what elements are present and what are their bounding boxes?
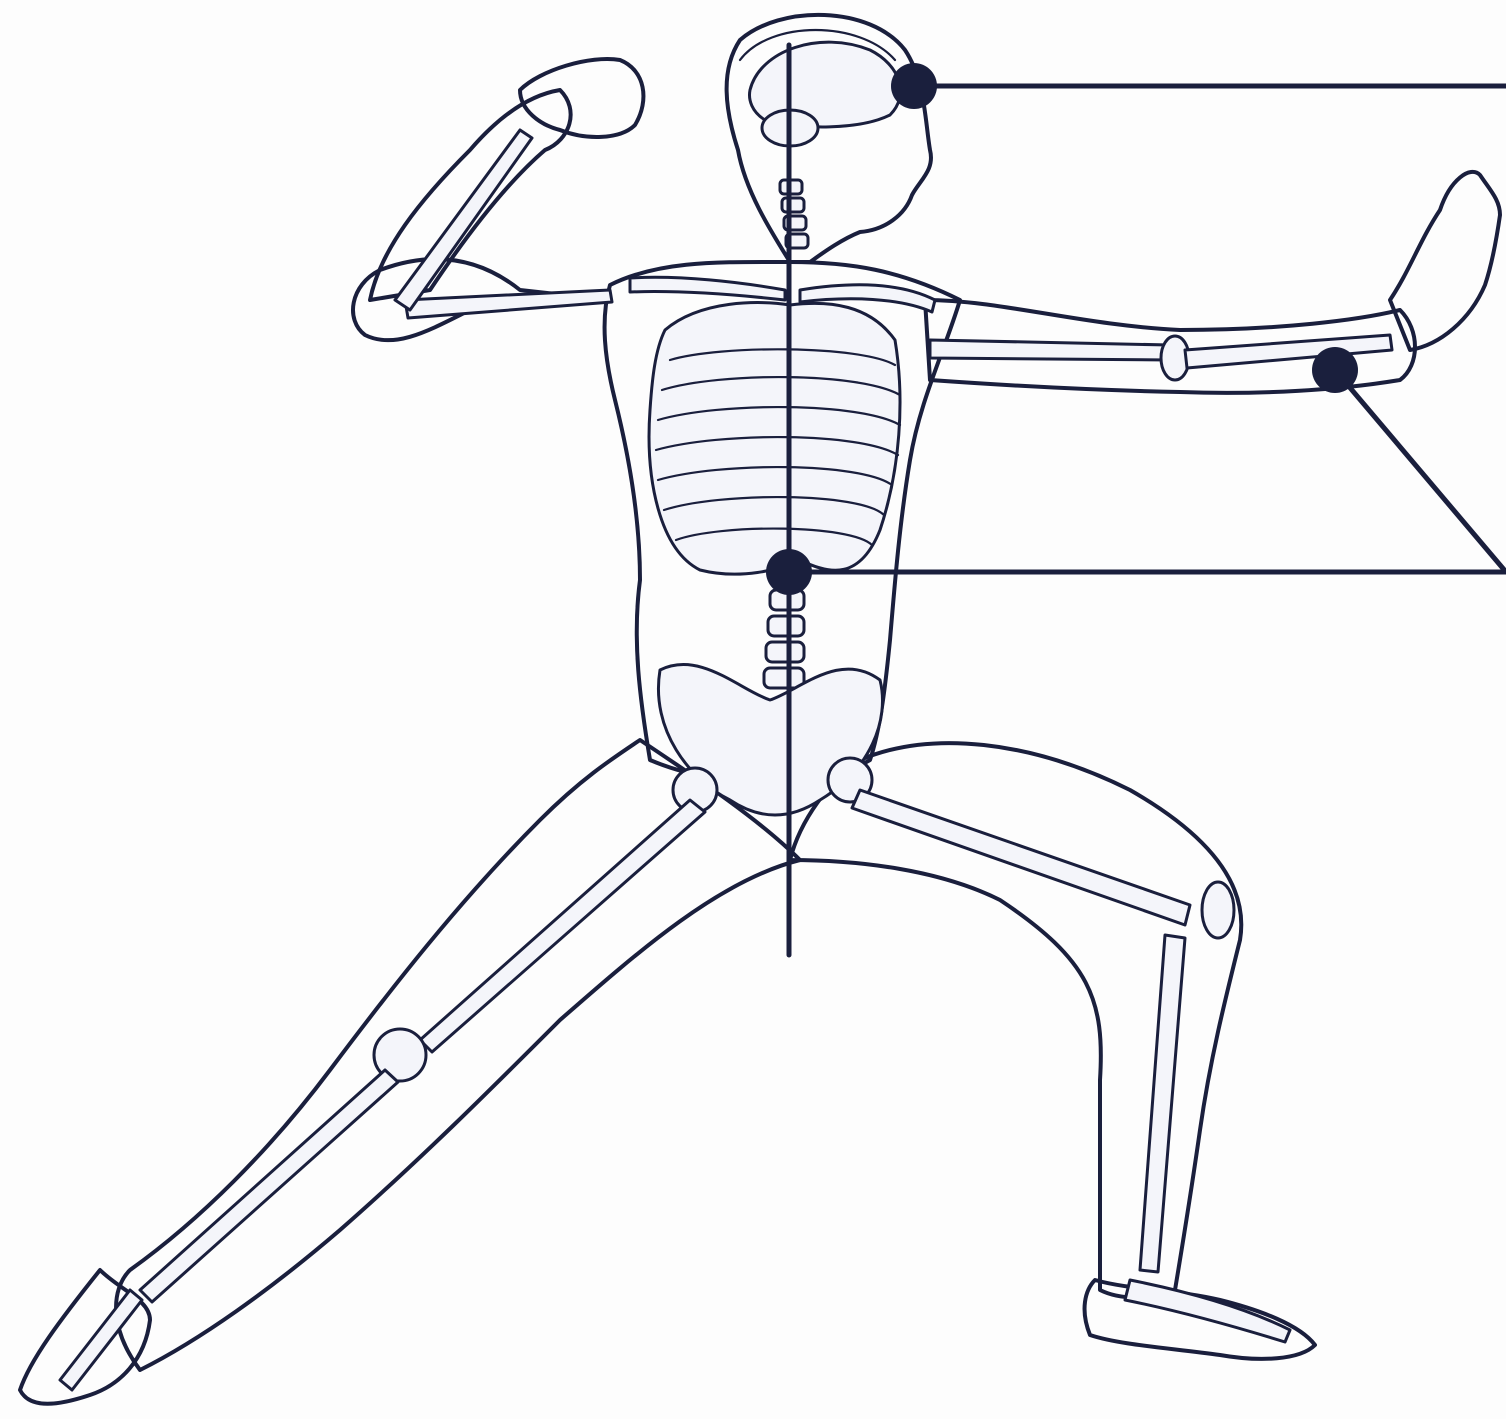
cervical-spine <box>780 180 808 248</box>
extended-hand <box>1390 172 1500 350</box>
foot-bones-front <box>1125 1280 1290 1342</box>
tibia-front <box>1140 935 1185 1272</box>
forearm-marker <box>1312 347 1358 393</box>
head-marker <box>891 63 937 109</box>
femur-front <box>852 790 1190 925</box>
tibia-rear <box>140 1070 398 1302</box>
front-foot <box>1085 1280 1315 1359</box>
rear-leg <box>116 740 800 1370</box>
femur-rear <box>420 800 705 1052</box>
kneecap-front <box>1202 882 1234 938</box>
forearm-bones-extended <box>1185 335 1392 368</box>
humerus-extended <box>930 340 1170 360</box>
spine-marker <box>766 549 812 595</box>
lumbar-spine <box>764 590 804 688</box>
rib-cage <box>649 303 900 575</box>
humerus-raised <box>405 290 612 318</box>
clavicle-left <box>630 277 785 300</box>
